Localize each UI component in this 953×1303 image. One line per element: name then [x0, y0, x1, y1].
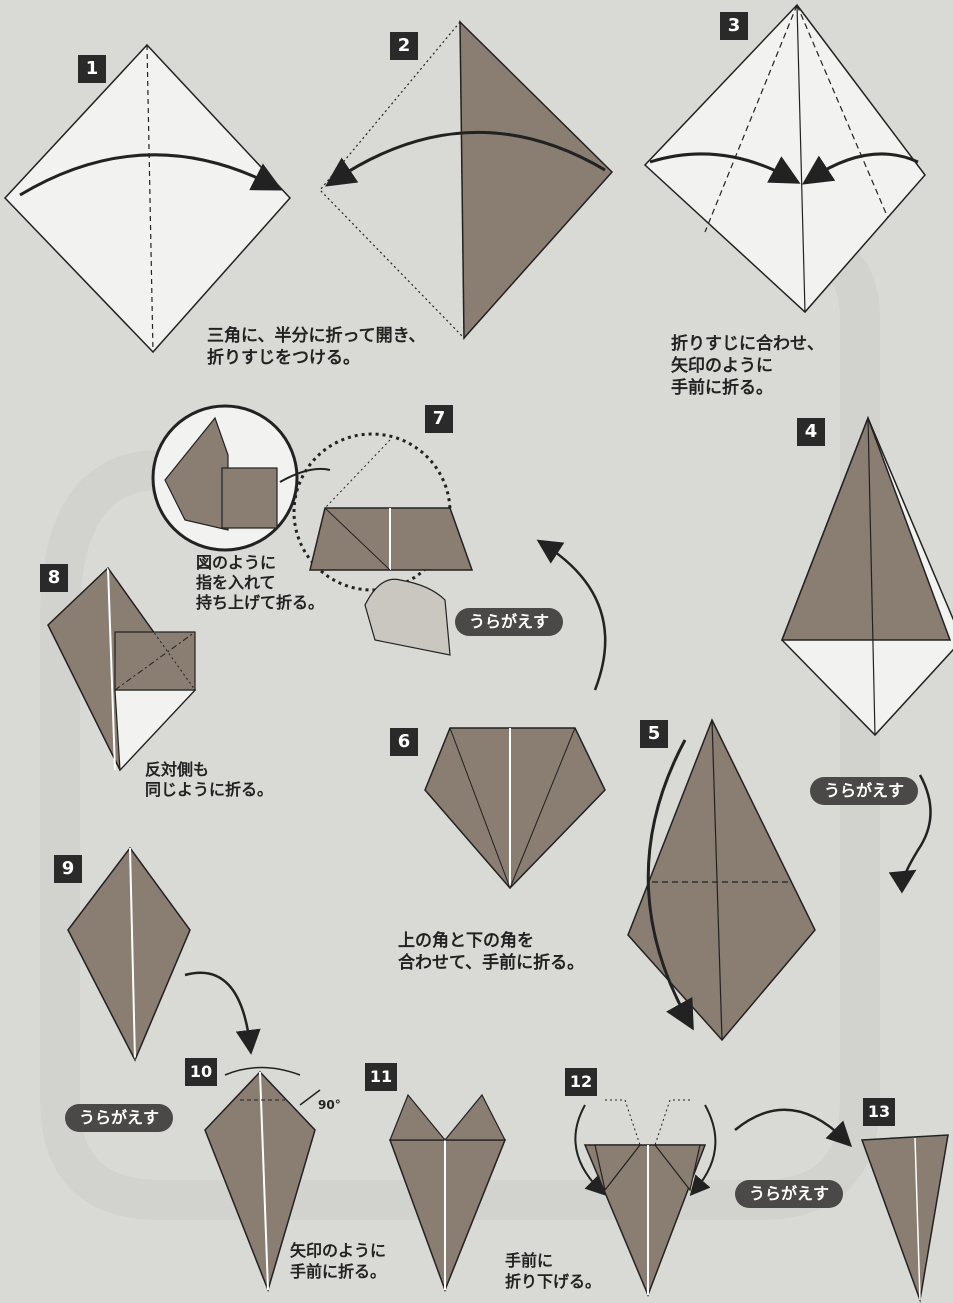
- step-number-8: 8: [40, 564, 68, 592]
- step-number-10: 10: [185, 1058, 217, 1086]
- step-number-7: 7: [425, 405, 453, 433]
- step-number-4: 4: [797, 418, 825, 446]
- step1-diagram: [3, 43, 292, 354]
- step5-diagram: [627, 718, 816, 1042]
- step-number-3: 3: [720, 12, 748, 40]
- step-number-11: 11: [365, 1063, 397, 1091]
- flip-badge-step6: うらがえす: [455, 608, 564, 636]
- step-number-13: 13: [863, 1098, 895, 1126]
- step10-diagram: [204, 1066, 321, 1293]
- flip-badge-step4: うらがえす: [810, 777, 919, 805]
- step-number-9: 9: [54, 855, 82, 883]
- background-track: [40, 230, 880, 1220]
- angle-label: 90°: [318, 1098, 341, 1112]
- step-number-5: 5: [640, 720, 668, 748]
- flip-badge-step9: うらがえす: [65, 1104, 174, 1132]
- caption-step10: 矢印のように 手前に折る。: [290, 1241, 387, 1281]
- step11-diagram: [388, 1093, 507, 1293]
- step2-diagram: [319, 20, 614, 340]
- step-number-12: 12: [565, 1068, 597, 1096]
- caption-step8: 反対側も 同じように折る。: [145, 760, 274, 799]
- caption-step7: 図のように 指を入れて 持ち上げて折る。: [196, 553, 325, 612]
- step7-diagram: [151, 404, 474, 656]
- caption-step3: 折りすじに合わせ、 矢印のように 手前に折る。: [671, 334, 824, 398]
- caption-step11: 手前に 折り下げる。: [505, 1251, 602, 1291]
- step13-diagram: [860, 1134, 949, 1303]
- flip-badge-step12: うらがえす: [735, 1180, 844, 1208]
- step8-diagram: [47, 566, 197, 772]
- step9-diagram: [67, 846, 261, 1062]
- step6-diagram: [424, 539, 607, 890]
- step-number-6: 6: [390, 728, 418, 756]
- step4-diagram: [780, 415, 953, 894]
- step-number-2: 2: [390, 32, 418, 60]
- step3-diagram: [643, 3, 926, 314]
- step-number-1: 1: [78, 55, 106, 83]
- step12-diagram: [574, 1099, 853, 1298]
- caption-step6: 上の角と下の角を 合わせて、手前に折る。: [398, 931, 585, 973]
- caption-step1: 三角に、半分に折って開き、 折りすじをつける。: [207, 326, 426, 368]
